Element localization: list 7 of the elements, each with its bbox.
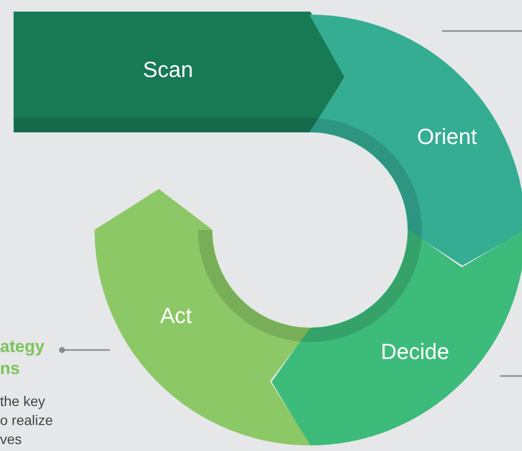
stage-label: Decide bbox=[380, 339, 450, 365]
note-heading: ategy ns bbox=[0, 336, 46, 380]
leader-line bbox=[59, 347, 110, 353]
note-text: the key o realize ves bbox=[0, 392, 54, 449]
stage-label: Scan bbox=[142, 57, 194, 83]
stage-label: Act bbox=[160, 303, 192, 329]
stage-label: Orient bbox=[417, 124, 477, 150]
